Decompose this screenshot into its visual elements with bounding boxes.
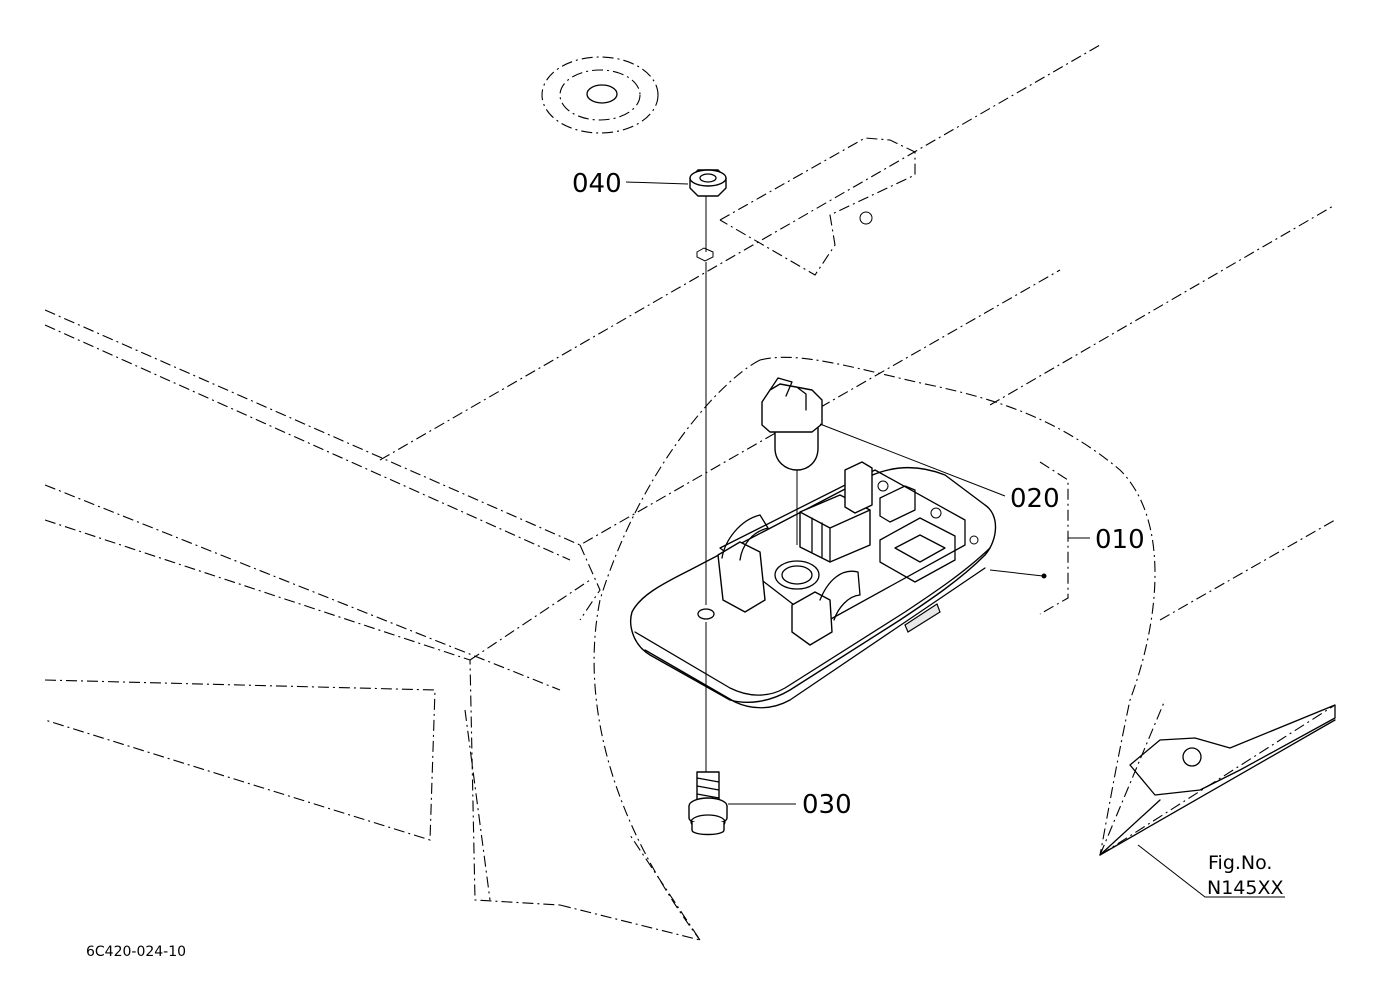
nut bbox=[689, 169, 727, 197]
screw bbox=[688, 771, 728, 836]
figure-number: N145XX bbox=[1207, 877, 1284, 899]
assembly-bracket bbox=[1039, 461, 1069, 615]
roof-hole bbox=[696, 247, 714, 262]
roof-outline bbox=[44, 44, 1336, 941]
part-label-010: 010 bbox=[1095, 525, 1145, 555]
roof-boss bbox=[541, 56, 659, 134]
bulb bbox=[761, 377, 823, 545]
detail-boundary bbox=[593, 356, 1156, 941]
roof-bracket bbox=[719, 137, 916, 276]
part-label-030: 030 bbox=[802, 790, 852, 820]
lower-bracket bbox=[1099, 704, 1336, 856]
part-label-040: 040 bbox=[572, 169, 622, 199]
part-label-020: 020 bbox=[1010, 484, 1060, 514]
leader-lines bbox=[625, 181, 1285, 898]
drawing-code: 6C420-024-10 bbox=[86, 944, 186, 960]
room-lamp-assembly bbox=[630, 461, 997, 709]
figure-label: Fig.No. bbox=[1208, 852, 1272, 874]
